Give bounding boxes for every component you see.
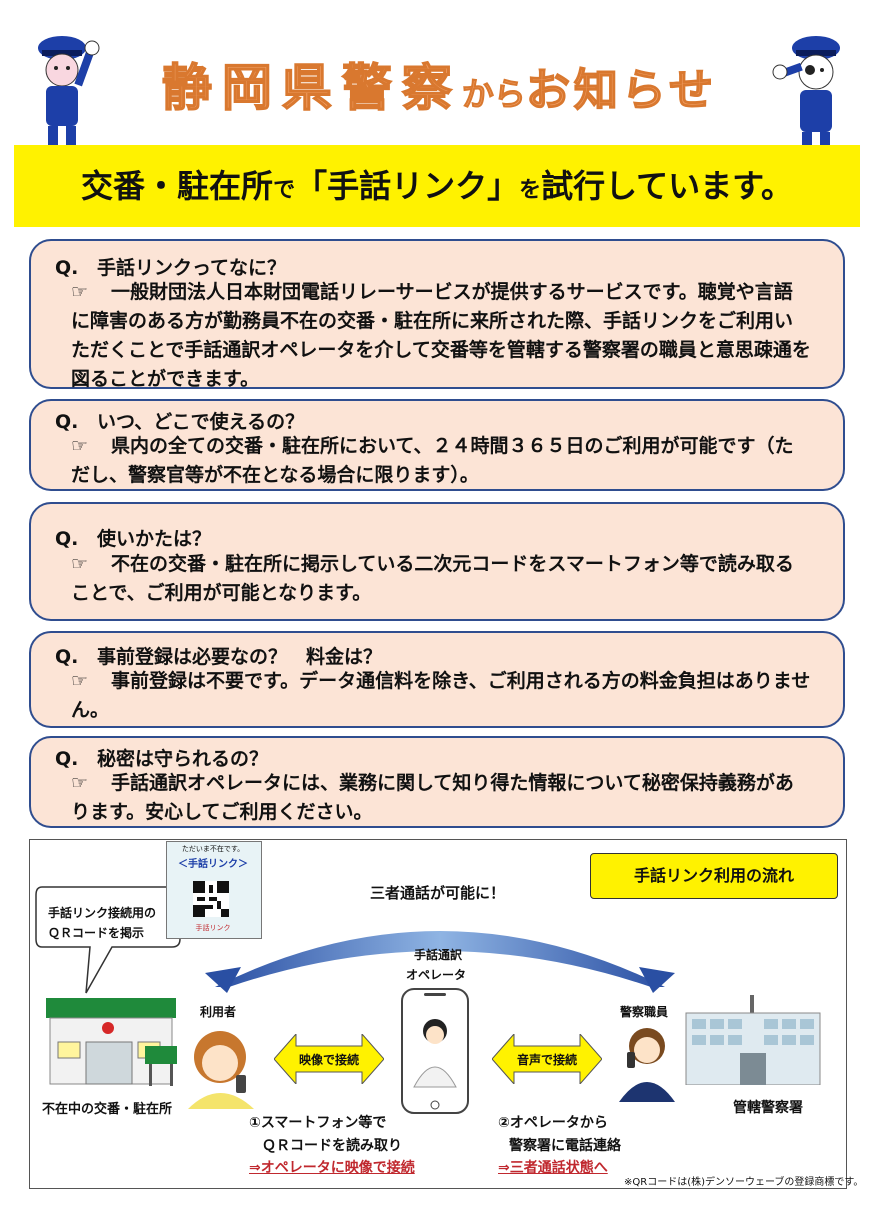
question-1: Q. 手話リンクってなに？ bbox=[55, 253, 286, 280]
poster-top-text: ただいま不在です。 bbox=[181, 845, 245, 853]
q-mark: Q. bbox=[55, 411, 79, 433]
answer-1: ☞一般財団法人日本財団電話リレーサービスが提供するサービスです。聴覚や言語に障害… bbox=[71, 278, 811, 394]
question-5: Q. 秘密は守られるの？ bbox=[55, 744, 268, 771]
poster-bottom-text: 手話リンク bbox=[195, 924, 231, 932]
q-mark: Q. bbox=[55, 646, 79, 668]
banner-part1: 交番・駐在所 bbox=[81, 167, 274, 205]
pointing-hand-icon: ☞ bbox=[71, 553, 89, 575]
title-main: 静岡県警察 bbox=[161, 58, 462, 118]
banner-headline: 交番・駐在所で「手話リンク」を試行しています。 bbox=[14, 145, 860, 227]
step2-line1: ②オペレータから bbox=[498, 1115, 608, 1131]
video-arrow-label: 映像で接続 bbox=[298, 1053, 359, 1067]
question-text: 使いかたは？ bbox=[97, 528, 212, 550]
answer-text: 一般財団法人日本財団電話リレーサービスが提供するサービスです。聴覚や言語に障害の… bbox=[71, 281, 811, 390]
koban-sign-icon bbox=[145, 1046, 177, 1086]
qr-code-icon bbox=[193, 881, 229, 917]
police-station-building-icon bbox=[685, 995, 821, 1085]
smartphone-operator-icon bbox=[401, 988, 469, 1114]
station-label: 管轄警察署 bbox=[733, 1100, 803, 1116]
user-label: 利用者 bbox=[200, 1005, 237, 1019]
q-mark: Q. bbox=[55, 257, 79, 279]
pointing-hand-icon: ☞ bbox=[71, 772, 89, 794]
banner-part2: で bbox=[273, 178, 296, 203]
question-text: いつ、どこで使えるの？ bbox=[97, 411, 305, 433]
trademark-note: ※QRコードは(株)デンソーウェーブの登録商標です。 bbox=[624, 1177, 864, 1188]
q-mark: Q. bbox=[55, 528, 79, 550]
q-mark: Q. bbox=[55, 748, 79, 770]
curved-arrow-icon bbox=[205, 931, 675, 993]
answer-5: ☞手話通訳オペレータには、業務に関して知り得た情報について秘密保持義務があります… bbox=[71, 769, 811, 827]
police-officer-icon bbox=[619, 1028, 675, 1102]
answer-3: ☞不在の交番・駐在所に掲示している二次元コードをスマートフォン等で読み取ることで… bbox=[71, 550, 811, 608]
qa-card-4: Q. 事前登録は必要なの？ 料金は？ ☞事前登録は不要です。データ通信料を除き、ご… bbox=[29, 631, 845, 728]
koban-label: 不在中の交番・駐在所 bbox=[42, 1102, 173, 1117]
voice-connection-arrow-icon bbox=[492, 1034, 602, 1084]
flow-diagram bbox=[29, 839, 847, 1189]
operator-label-line2: オペレータ bbox=[406, 968, 467, 982]
three-way-call-label: 三者通話が可能に！ bbox=[370, 884, 506, 902]
banner-background bbox=[14, 145, 860, 227]
banner-part3: 「手話リンク」 bbox=[295, 167, 520, 205]
flow-title: 手話リンク利用の流れ bbox=[590, 853, 838, 899]
bubble-line1: 手話リンク接続用の bbox=[48, 906, 157, 920]
qa-card-2: Q. いつ、どこで使えるの？ ☞県内の全ての交番・駐在所において、２４時間３６５日… bbox=[29, 399, 845, 491]
question-4: Q. 事前登録は必要なの？ 料金は？ bbox=[55, 642, 382, 669]
user-person-icon bbox=[188, 1031, 254, 1109]
qa-card-3: Q. 使いかたは？ ☞不在の交番・駐在所に掲示している二次元コードをスマートフォン… bbox=[29, 502, 845, 621]
banner-part5: 試行しています。 bbox=[541, 167, 793, 205]
answer-text: 手話通訳オペレータには、業務に関して知り得た情報について秘密保持義務があります。… bbox=[71, 772, 794, 823]
answer-2: ☞県内の全ての交番・駐在所において、２４時間３６５日のご利用が可能です（ただし、… bbox=[71, 432, 811, 490]
step1-result: ⇒オペレータに映像で接続 bbox=[249, 1160, 415, 1176]
title-small: から bbox=[461, 75, 526, 114]
pointing-hand-icon: ☞ bbox=[71, 435, 89, 457]
banner-part4: を bbox=[519, 178, 542, 203]
operator-label-line1: 手話通訳 bbox=[414, 948, 463, 962]
voice-arrow-label: 音声で接続 bbox=[516, 1053, 577, 1067]
poster-title: ＜手話リンク＞ bbox=[178, 859, 248, 870]
step1-line1: ①スマートフォン等で bbox=[249, 1115, 387, 1131]
pointing-hand-icon: ☞ bbox=[71, 670, 89, 692]
answer-text: 県内の全ての交番・駐在所において、２４時間３６５日のご利用が可能です（ただし、警… bbox=[71, 435, 794, 486]
officer-label: 警察職員 bbox=[620, 1005, 669, 1019]
step1-line2: ＱＲコードを読み取り bbox=[262, 1138, 402, 1154]
qa-card-1: Q. 手話リンクってなに？ ☞一般財団法人日本財団電話リレーサービスが提供するサー… bbox=[29, 239, 845, 390]
question-text: 手話リンクってなに？ bbox=[97, 257, 287, 279]
bubble-line2: ＱＲコードを掲示 bbox=[48, 926, 145, 940]
answer-4: ☞事前登録は不要です。データ通信料を除き、ご利用される方の料金負担はありません。 bbox=[71, 667, 811, 725]
answer-text: 不在の交番・駐在所に掲示している二次元コードをスマートフォン等で読み取ることで、… bbox=[71, 553, 794, 604]
title-tail: お知らせ bbox=[525, 64, 718, 117]
question-3: Q. 使いかたは？ bbox=[55, 524, 211, 551]
pointing-hand-icon: ☞ bbox=[71, 281, 89, 303]
question-text: 秘密は守られるの？ bbox=[97, 748, 269, 770]
question-2: Q. いつ、どこで使えるの？ bbox=[55, 407, 304, 434]
answer-text: 事前登録は不要です。データ通信料を除き、ご利用される方の料金負担はありません。 bbox=[71, 670, 811, 721]
police-mascot-right-icon bbox=[772, 36, 840, 164]
speech-bubble bbox=[35, 886, 181, 994]
question-text: 事前登録は必要なの？ 料金は？ bbox=[97, 646, 383, 668]
step2-line2: 警察署に電話連絡 bbox=[509, 1138, 621, 1154]
step2-result: ⇒三者通話状態へ bbox=[498, 1160, 608, 1176]
video-connection-arrow-icon bbox=[274, 1034, 384, 1084]
page-title: 静岡県警察からお知らせ bbox=[0, 48, 879, 120]
qa-card-5: Q. 秘密は守られるの？ ☞手話通訳オペレータには、業務に関して知り得た情報につい… bbox=[29, 736, 845, 828]
